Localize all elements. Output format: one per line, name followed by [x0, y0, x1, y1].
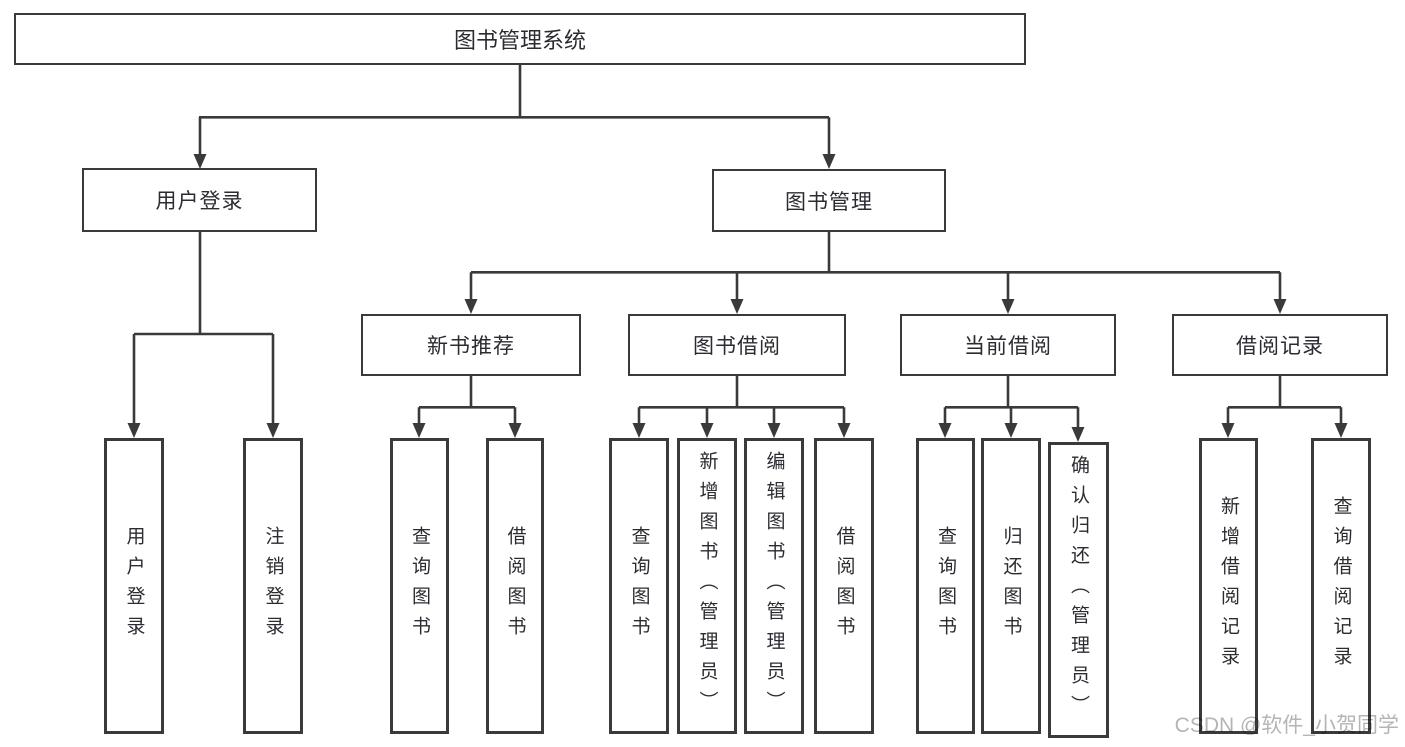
node-user-login-label: 用户登录: [155, 190, 244, 213]
node-book-management: 图书管理: [712, 169, 946, 232]
leaf-edit-books-admin: 编辑图书（管理员）: [744, 438, 804, 734]
leaf-query-borrow-record: 查询借阅记录: [1311, 438, 1371, 734]
node-current-borrow-label: 当前借阅: [964, 335, 1052, 358]
node-root-system: 图书管理系统: [14, 13, 1026, 65]
node-book-borrow: 图书借阅: [628, 314, 846, 376]
node-current-borrow: 当前借阅: [900, 314, 1116, 376]
node-user-login-branch: 用户登录: [82, 168, 317, 232]
leaf-logout: 注销登录: [243, 438, 303, 734]
node-borrow-records: 借阅记录: [1172, 314, 1388, 376]
leaf-recommend-query-books-label: 查询图书: [409, 526, 430, 646]
node-book-management-label: 图书管理: [785, 190, 873, 214]
leaf-recommend-query-books: 查询图书: [390, 438, 449, 734]
leaf-user-login-label: 用户登录: [123, 526, 145, 646]
leaf-add-books-admin: 新增图书（管理员）: [677, 438, 737, 734]
leaf-return-books: 归还图书: [981, 438, 1041, 734]
leaf-query-borrow-record-label: 查询借阅记录: [1330, 496, 1352, 676]
leaf-confirm-return-admin-label: 确认归还（管理员）: [1068, 455, 1089, 725]
leaf-recommend-borrow-books-label: 借阅图书: [504, 526, 526, 646]
leaf-add-borrow-record-label: 新增借阅记录: [1218, 496, 1239, 676]
leaf-borrow-query-books: 查询图书: [609, 438, 669, 734]
csdn-watermark: CSDN @软件_小贺同学: [1174, 714, 1399, 737]
leaf-current-query-books-label: 查询图书: [935, 526, 956, 646]
node-root-label: 图书管理系统: [453, 28, 586, 53]
leaf-edit-books-admin-label: 编辑图书（管理员）: [763, 451, 785, 721]
leaf-recommend-borrow-books: 借阅图书: [486, 438, 544, 734]
node-new-book-recommend-label: 新书推荐: [427, 335, 515, 358]
leaf-borrow-books: 借阅图书: [814, 438, 874, 734]
leaf-logout-label: 注销登录: [262, 526, 284, 646]
node-new-book-recommend: 新书推荐: [361, 314, 581, 376]
node-borrow-records-label: 借阅记录: [1236, 335, 1324, 358]
leaf-borrow-query-books-label: 查询图书: [628, 526, 650, 646]
leaf-add-borrow-record: 新增借阅记录: [1199, 438, 1258, 734]
leaf-borrow-books-label: 借阅图书: [833, 526, 855, 646]
leaf-confirm-return-admin: 确认归还（管理员）: [1048, 442, 1109, 738]
node-book-borrow-label: 图书借阅: [693, 335, 781, 358]
leaf-return-books-label: 归还图书: [1000, 526, 1022, 646]
leaf-add-books-admin-label: 新增图书（管理员）: [696, 451, 718, 721]
leaf-user-login: 用户登录: [104, 438, 164, 734]
leaf-current-query-books: 查询图书: [916, 438, 975, 734]
